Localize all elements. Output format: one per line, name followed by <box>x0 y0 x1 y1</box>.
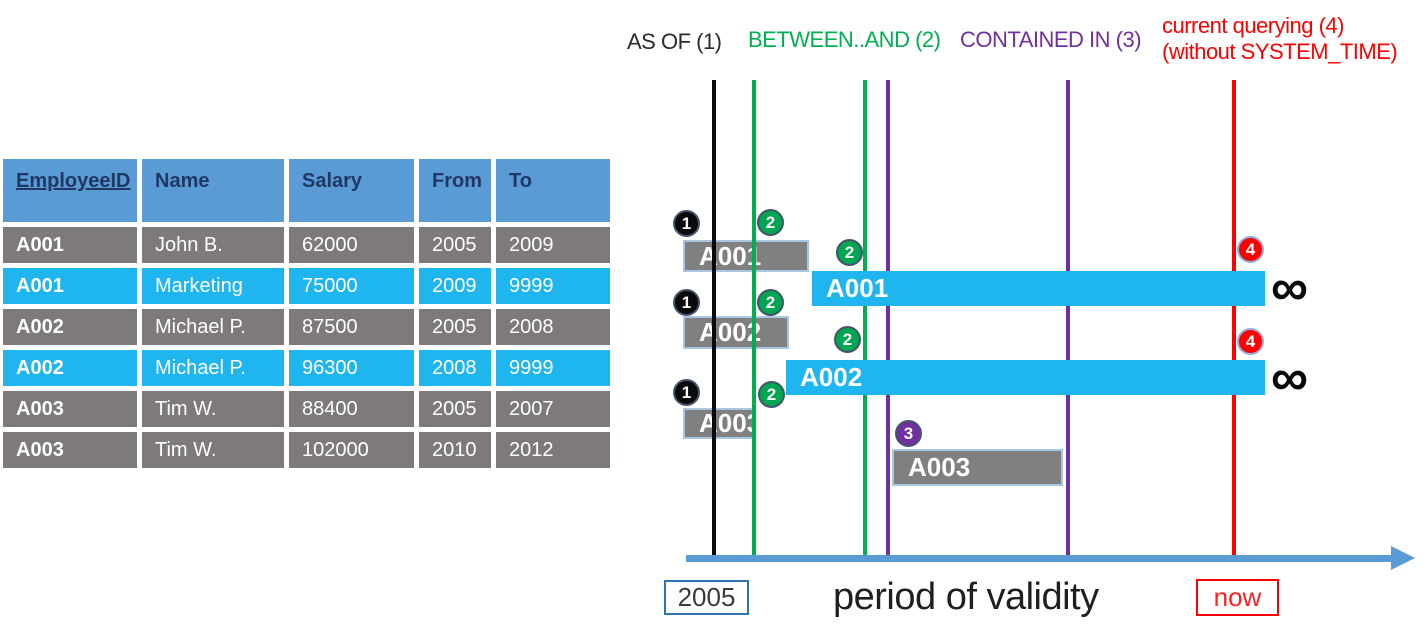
cell-employeeid: A003 <box>3 391 137 427</box>
cell-to: 2009 <box>496 227 610 263</box>
cell-name: Tim W. <box>142 432 284 468</box>
legend-between-and: BETWEEN..AND (2) <box>748 27 941 52</box>
cell-from: 2008 <box>419 350 491 386</box>
axis-title: period of validity <box>833 576 1099 618</box>
legend-current-querying: current querying (4) (without SYSTEM_TIM… <box>1162 13 1398 65</box>
validity-bar-a003-mid: A003 <box>892 449 1063 486</box>
between-and-start-line <box>752 80 756 556</box>
badge-2-a002-start: 2 <box>757 289 784 316</box>
badge-1-a002: 1 <box>673 289 700 316</box>
column-header-name: Name <box>142 159 284 222</box>
contained-in-start-line <box>886 80 890 556</box>
cell-name: Michael P. <box>142 309 284 345</box>
column-header-employeeid: EmployeeID <box>3 159 137 222</box>
cell-employeeid: A003 <box>3 432 137 468</box>
badge-2-a003: 2 <box>758 381 785 408</box>
cell-salary: 62000 <box>289 227 414 263</box>
legend-current-querying-line2: (without SYSTEM_TIME) <box>1162 39 1398 64</box>
cell-from: 2009 <box>419 268 491 304</box>
axis-arrowhead-icon <box>1391 546 1415 570</box>
badge-4-a001: 4 <box>1237 236 1264 263</box>
validity-bar-a001-old: A001 <box>683 240 809 272</box>
current-querying-now-line <box>1232 80 1236 556</box>
badge-3-a003: 3 <box>895 420 922 447</box>
infinity-icon: ∞ <box>1271 259 1309 317</box>
cell-from: 2005 <box>419 309 491 345</box>
validity-bar-a003-old: A003 <box>683 408 761 439</box>
cell-name: John B. <box>142 227 284 263</box>
column-header-to: To <box>496 159 610 222</box>
cell-to: 2008 <box>496 309 610 345</box>
legend-current-querying-line1: current querying (4) <box>1162 13 1344 38</box>
as-of-query-line <box>712 80 716 556</box>
badge-4-a002: 4 <box>1237 328 1264 355</box>
cell-employeeid: A001 <box>3 268 137 304</box>
axis-start-year-box: 2005 <box>664 580 749 615</box>
badge-2-a001-start: 2 <box>757 209 784 236</box>
contained-in-end-line <box>1066 80 1070 556</box>
badge-2-a001-current: 2 <box>836 239 863 266</box>
cell-employeeid: A002 <box>3 350 137 386</box>
validity-bar-a001-current: A001 <box>812 271 1265 306</box>
cell-employeeid: A002 <box>3 309 137 345</box>
cell-from: 2005 <box>419 227 491 263</box>
infinity-icon: ∞ <box>1271 349 1309 407</box>
cell-to: 9999 <box>496 268 610 304</box>
validity-bar-a002-current: A002 <box>786 360 1265 395</box>
between-and-end-line <box>863 80 867 556</box>
cell-to: 2012 <box>496 432 610 468</box>
badge-2-a002-current: 2 <box>834 326 861 353</box>
cell-salary: 88400 <box>289 391 414 427</box>
legend-contained-in: CONTAINED IN (3) <box>960 27 1142 52</box>
column-header-from: From <box>419 159 491 222</box>
cell-name: Michael P. <box>142 350 284 386</box>
cell-from: 2005 <box>419 391 491 427</box>
legend-as-of: AS OF (1) <box>627 29 722 54</box>
cell-name: Tim W. <box>142 391 284 427</box>
axis-now-box: now <box>1196 579 1279 616</box>
cell-employeeid: A001 <box>3 227 137 263</box>
badge-1-a003: 1 <box>673 379 700 406</box>
cell-salary: 87500 <box>289 309 414 345</box>
employee-history-table: EmployeeID Name Salary From To A001 John… <box>3 159 610 468</box>
time-axis <box>686 555 1392 562</box>
cell-from: 2010 <box>419 432 491 468</box>
cell-salary: 75000 <box>289 268 414 304</box>
cell-name: Marketing <box>142 268 284 304</box>
validity-bar-a002-old: A002 <box>683 316 789 349</box>
cell-salary: 96300 <box>289 350 414 386</box>
cell-to: 2007 <box>496 391 610 427</box>
badge-1-a001: 1 <box>673 210 700 237</box>
cell-to: 9999 <box>496 350 610 386</box>
column-header-salary: Salary <box>289 159 414 222</box>
cell-salary: 102000 <box>289 432 414 468</box>
